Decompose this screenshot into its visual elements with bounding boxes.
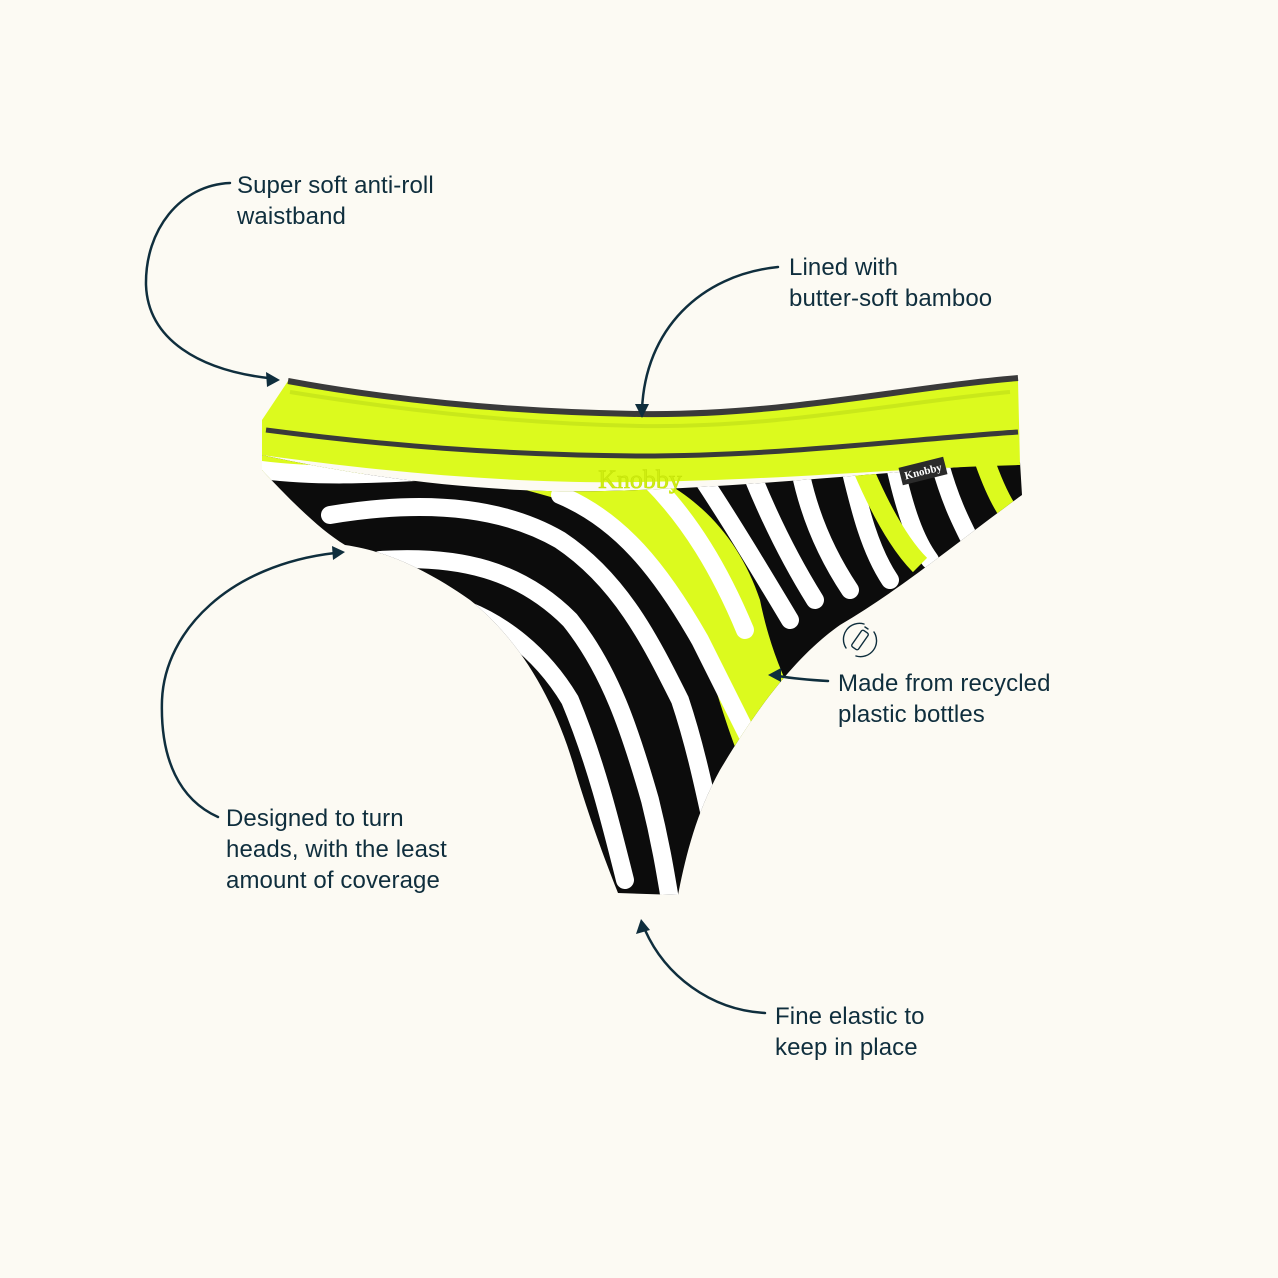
arrow-recycled (776, 674, 830, 683)
recycled-bottle-icon (842, 622, 878, 658)
callout-line: butter-soft bamboo (789, 285, 993, 312)
callout-line: heads, with the least (226, 836, 447, 863)
callout-line: plastic bottles (838, 701, 985, 728)
callout-recycled: Made from recycled plastic bottles (838, 668, 1051, 730)
arrow-lined (640, 265, 780, 412)
callout-elastic: Fine elastic to keep in place (775, 1001, 925, 1063)
arrow-designed (160, 551, 337, 819)
callout-line: Fine elastic to (775, 1003, 925, 1030)
callout-designed: Designed to turn heads, with the least a… (226, 803, 447, 896)
callout-line: waistband (237, 203, 346, 230)
callout-waistband: Super soft anti-roll waistband (237, 170, 434, 232)
callout-line: keep in place (775, 1034, 918, 1061)
callout-line: Designed to turn (226, 805, 404, 832)
brand-label-tag: Knobby (898, 456, 948, 486)
callout-line: Super soft anti-roll (237, 172, 434, 199)
waistband: Knobby Knobby (262, 375, 1020, 494)
callout-line: amount of coverage (226, 867, 440, 894)
callout-line: Made from recycled (838, 670, 1051, 697)
arrow-elastic (643, 928, 767, 1015)
callout-lined: Lined with butter-soft bamboo (789, 252, 992, 314)
arrow-waistband (144, 181, 270, 380)
brand-emboss: Knobby (598, 465, 682, 494)
callout-line: Lined with (789, 254, 899, 281)
